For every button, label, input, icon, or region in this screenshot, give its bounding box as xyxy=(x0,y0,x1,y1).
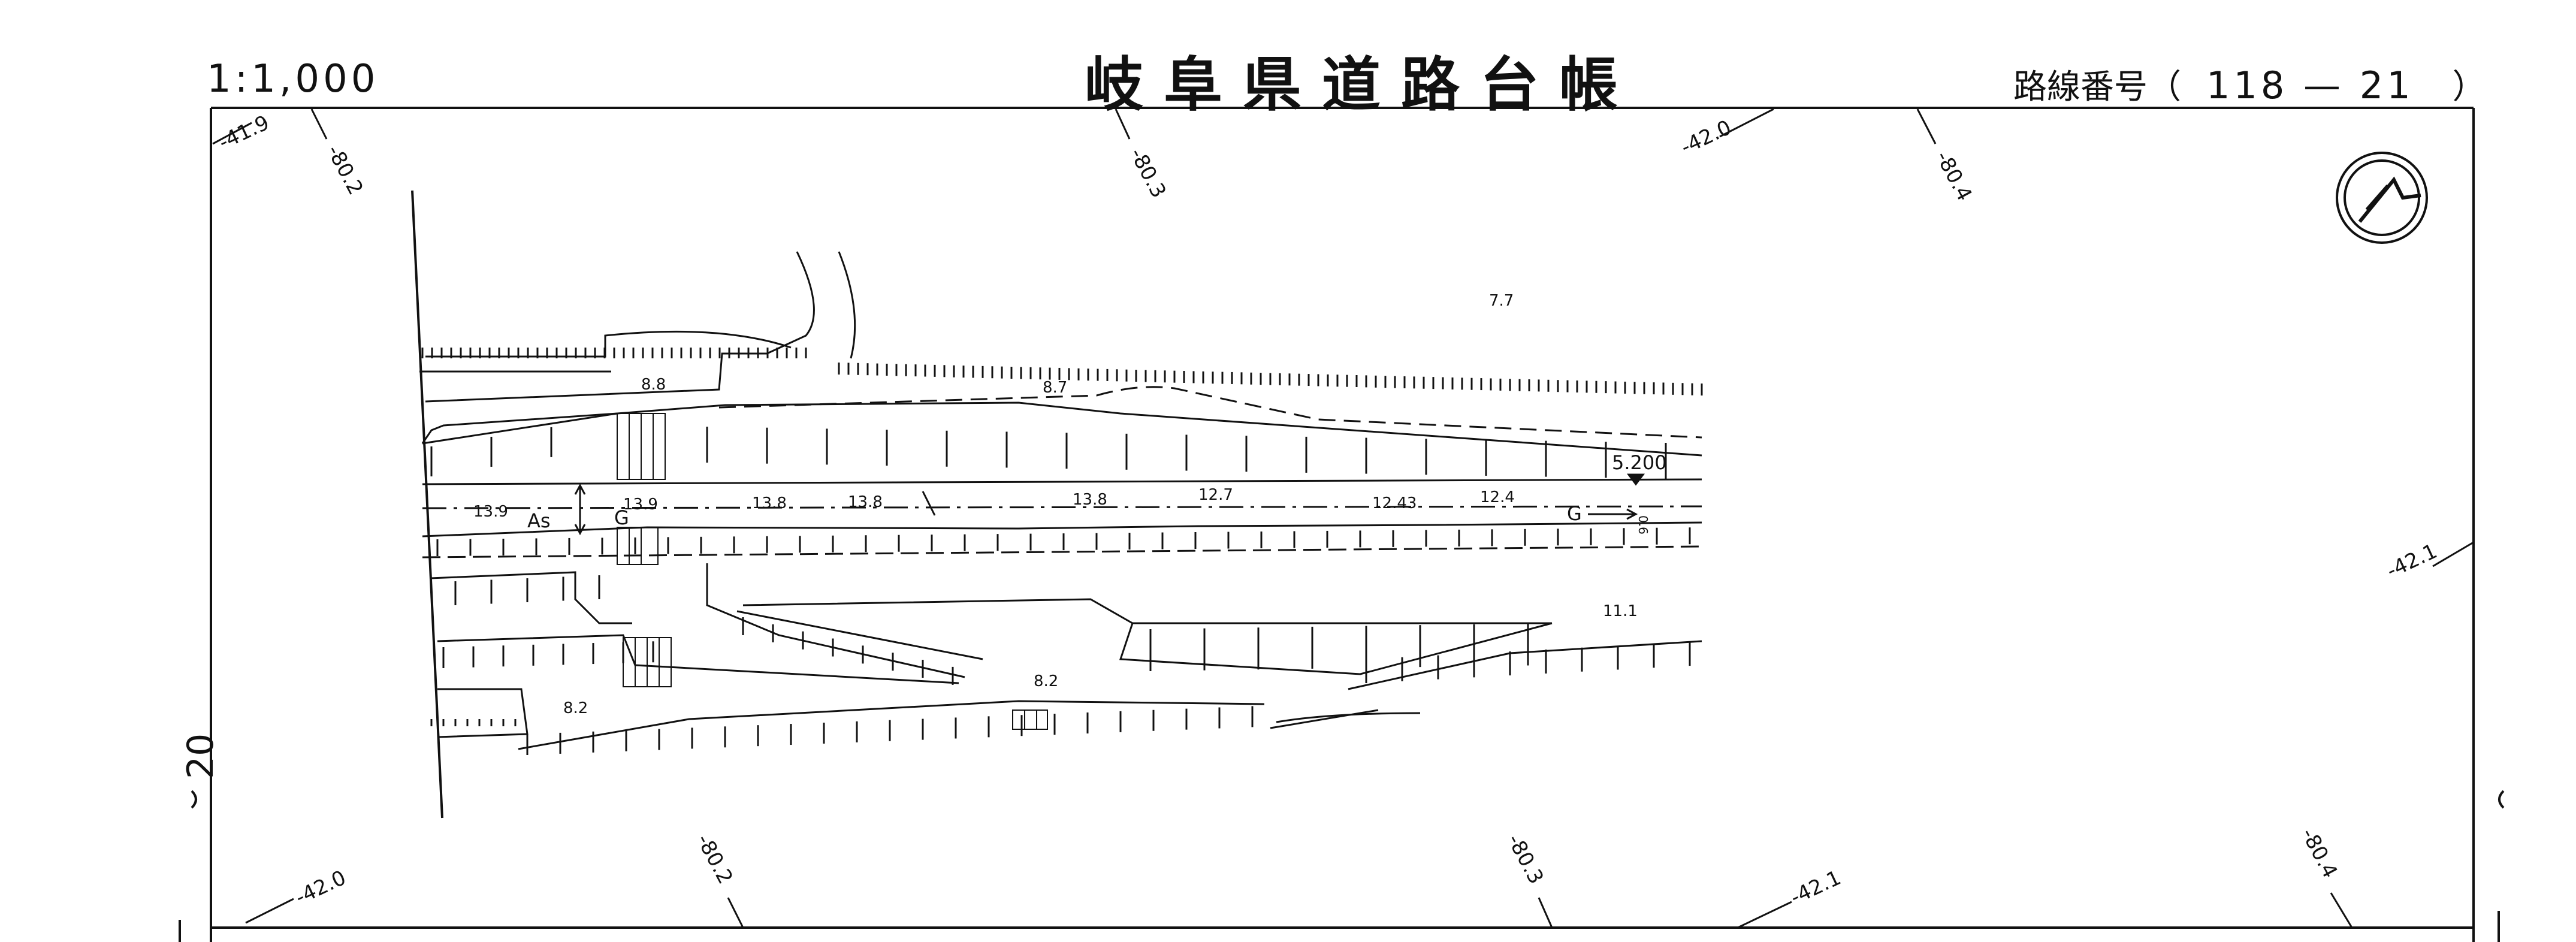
centerline-elev-4: 13.8 xyxy=(848,493,883,511)
offset-label: 0.6 xyxy=(1636,515,1650,535)
route-number: 118 — 21 xyxy=(2206,64,2414,107)
grid-label-top-2: -80.2 xyxy=(322,141,368,198)
spot-height-2: 8.8 xyxy=(641,376,666,394)
grid-label-bottom-5: -80.4 xyxy=(2296,824,2342,881)
road-drawing xyxy=(411,190,1703,819)
spot-height-4: 8.2 xyxy=(1034,672,1058,690)
surface-label: As xyxy=(527,509,551,532)
gutter-label-right: G xyxy=(1567,502,1582,525)
sheet-frame xyxy=(179,107,2505,942)
centerline-elev-1: 13.9 xyxy=(473,503,508,521)
route-paren-open: （ xyxy=(2148,68,2181,107)
grid-label-bottom-2: -80.2 xyxy=(691,830,738,887)
grid-label-top-3: -80.3 xyxy=(1125,144,1171,201)
crosswalk-marks xyxy=(617,413,1048,730)
embankment-ticks xyxy=(421,348,1703,755)
grid-label-right-1: -42.1 xyxy=(2383,539,2441,583)
spot-height-6: 11.1 xyxy=(1603,602,1638,620)
grid-label-bottom-3: -80.3 xyxy=(1502,830,1548,887)
spot-height-3: 8.7 xyxy=(1043,379,1067,397)
gutter-label-left: G xyxy=(614,506,629,529)
north-arrow-icon xyxy=(2336,152,2428,244)
road-labels: 13.9 13.9 13.8 13.8 13.8 12.7 12.43 12.4… xyxy=(473,451,1667,535)
centerline-elev-8: 12.4 xyxy=(1480,488,1515,506)
grid-label-top-4: -42.0 xyxy=(1677,116,1735,159)
spot-height-1: 7.7 xyxy=(1489,292,1514,310)
centerline-elev-6: 12.7 xyxy=(1198,486,1233,504)
centerline-elev-3: 13.8 xyxy=(752,494,787,512)
grid-label-bottom-4: -42.1 xyxy=(1787,866,1845,910)
grid-label-top-5: -80.4 xyxy=(1931,147,1977,204)
route-paren-close: ） xyxy=(2452,68,2486,107)
spot-height-5: 8.2 xyxy=(563,699,588,717)
grid-label-top-1: -41.9 xyxy=(215,111,273,155)
road-width-label: 5.200 xyxy=(1612,451,1667,474)
map-scale: 1:1,000 xyxy=(207,57,379,101)
centerline-elev-7: 12.43 xyxy=(1372,494,1417,512)
grid-ticks xyxy=(212,108,2474,929)
spot-heights: 7.7 8.8 8.7 8.2 8.2 11.1 xyxy=(563,292,1638,717)
centerline-elev-5: 13.8 xyxy=(1073,491,1107,509)
road-symbols xyxy=(574,473,1645,536)
route-label: 路線番号 xyxy=(2013,68,2148,107)
centerline-elev-2: 13.9 xyxy=(623,496,658,514)
route-number-block: 路線番号（ 118 — 21 ） xyxy=(2013,60,2486,108)
grid-label-bottom-1: -42.0 xyxy=(292,866,350,910)
